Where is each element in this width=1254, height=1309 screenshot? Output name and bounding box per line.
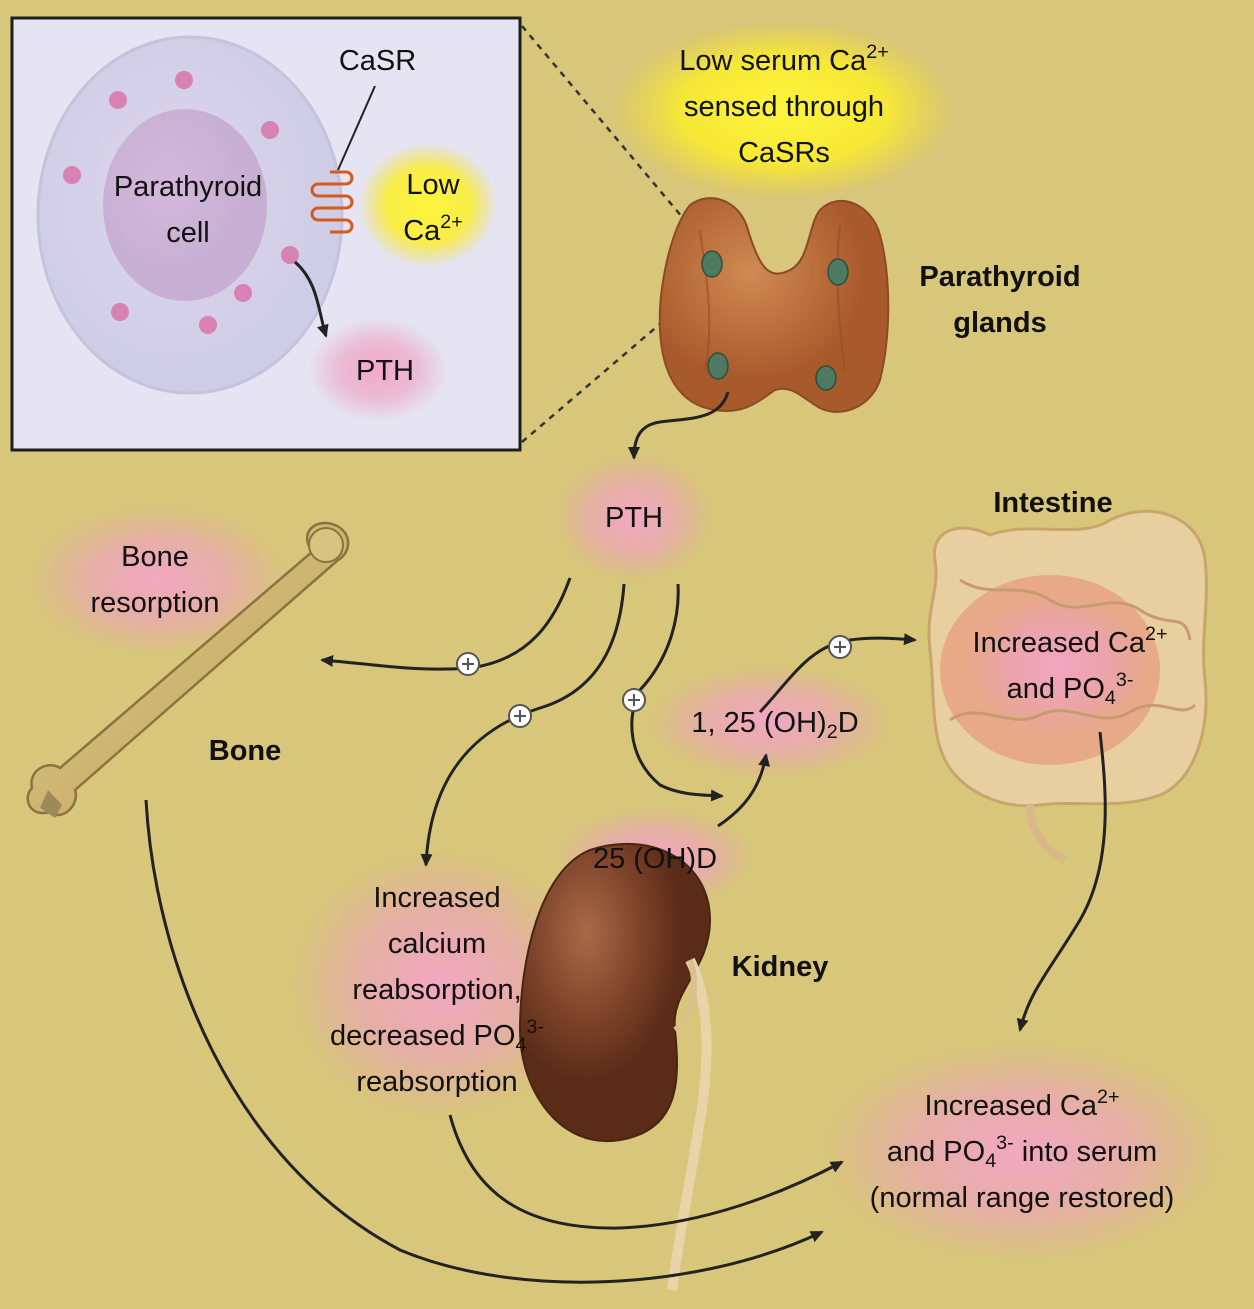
casr-label: CaSR: [338, 45, 417, 77]
pth-glow: [556, 454, 712, 582]
calcitriol-label: 1, 25 (OH)2D: [691, 707, 859, 743]
bone-illustration: [26, 521, 350, 818]
bone-resorption-label: Bone resorption: [90, 541, 220, 619]
yellow-glow: [358, 143, 498, 267]
secretory-granules: [63, 71, 299, 334]
stimulation-plus-icon: [456, 652, 480, 676]
kidney-effect-label: Increased calcium reabsorption, decrease…: [330, 882, 544, 1098]
calcitriol-glow: [648, 666, 892, 778]
parathyroid-glands-label: Parathyroid glands: [919, 261, 1081, 339]
stimulation-plus-icon: [622, 688, 646, 712]
pink-glow: [308, 318, 448, 422]
low-calcium-label: Low Ca2+: [403, 169, 463, 247]
parathyroid-cell-label: Parathyroid cell: [113, 171, 263, 249]
intestine-illustration: [927, 509, 1208, 864]
sensing-label: Low serum Ca2+ sensed through CaSRs: [679, 41, 889, 169]
serum-effect-label: Increased Ca2+ and PO43- into serum (nor…: [869, 1086, 1175, 1214]
bone-label: Bone: [208, 735, 282, 767]
calcidiol-label: 25 (OH)D: [592, 843, 718, 875]
bone-resorption-glow: [28, 505, 288, 655]
cell-nucleus: [103, 109, 267, 301]
stimulation-plus-icon: [508, 704, 532, 728]
pth-label: PTH: [605, 502, 663, 534]
stimulation-plus-icon: [828, 635, 852, 659]
parathyroid-glands-illustration: [658, 197, 890, 413]
sensing-glow: [612, 20, 956, 200]
kidney-effect-glow: [290, 850, 590, 1120]
kidney-label: Kidney: [731, 951, 829, 983]
intestine-label: Intestine: [993, 487, 1113, 519]
serum-glow: [822, 1042, 1222, 1262]
inset-panel: [10, 16, 522, 452]
casr-receptor-icon: [310, 170, 354, 234]
inset-pth-label: PTH: [356, 355, 414, 387]
kidney-illustration: [518, 842, 712, 1291]
intestine-effect-label: Increased Ca2+ and PO43-: [972, 623, 1168, 709]
